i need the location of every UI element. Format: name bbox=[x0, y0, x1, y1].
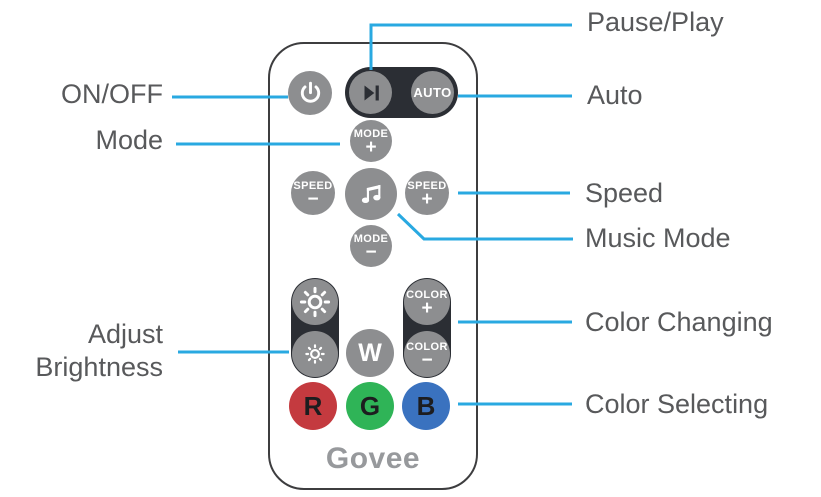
label-color-changing: Color Changing bbox=[585, 307, 773, 337]
auto-button[interactable]: AUTO bbox=[411, 71, 454, 114]
label-speed: Speed bbox=[585, 178, 664, 208]
minus-icon: − bbox=[307, 188, 319, 210]
color-minus-button[interactable]: COLOR − bbox=[404, 331, 450, 377]
color-button-group: COLOR + COLOR − bbox=[403, 278, 451, 378]
music-mode-button[interactable] bbox=[345, 168, 397, 220]
govee-logo: Govee bbox=[325, 442, 421, 475]
mode-minus-button[interactable]: MODE − bbox=[350, 225, 392, 267]
mode-plus-label: MODE bbox=[353, 127, 389, 140]
sun-bright-icon bbox=[299, 286, 331, 318]
label-pause-play: Pause/Play bbox=[587, 7, 724, 37]
color-minus-label: COLOR bbox=[406, 340, 448, 353]
white-color-button[interactable]: W bbox=[346, 329, 394, 377]
color-plus-label: COLOR bbox=[406, 288, 448, 301]
plus-icon: + bbox=[365, 136, 377, 158]
brightness-up-button[interactable] bbox=[292, 279, 338, 325]
green-button-label: G bbox=[359, 390, 381, 421]
mode-plus-button[interactable]: MODE + bbox=[350, 120, 392, 162]
music-note-icon bbox=[361, 184, 381, 203]
mode-minus-label: MODE bbox=[353, 232, 389, 245]
speed-minus-label: SPEED bbox=[293, 179, 333, 192]
power-button[interactable] bbox=[288, 71, 332, 115]
speed-minus-button[interactable]: SPEED − bbox=[291, 171, 335, 215]
remote-body: AUTO MODE + SPEED − SPEED + MODE bbox=[268, 42, 478, 490]
color-plus-button[interactable]: COLOR + bbox=[404, 279, 450, 325]
blue-color-button[interactable]: B bbox=[402, 382, 450, 430]
pause-auto-button-group: AUTO bbox=[345, 67, 458, 118]
brightness-button-group bbox=[291, 278, 339, 378]
plus-icon: + bbox=[421, 188, 433, 210]
label-color-selecting: Color Selecting bbox=[585, 389, 769, 419]
label-auto: Auto bbox=[587, 80, 643, 110]
label-mode: Mode bbox=[95, 125, 163, 155]
speed-plus-label: SPEED bbox=[407, 179, 447, 192]
minus-icon: − bbox=[365, 241, 377, 263]
plus-icon: + bbox=[421, 297, 433, 319]
blue-button-label: B bbox=[416, 390, 436, 421]
power-icon bbox=[300, 81, 320, 103]
red-button-label: R bbox=[303, 390, 323, 421]
label-on-off: ON/OFF bbox=[61, 79, 163, 109]
auto-button-label: AUTO bbox=[413, 85, 452, 100]
play-pause-icon bbox=[364, 85, 379, 100]
pause-play-button[interactable] bbox=[349, 71, 392, 114]
minus-icon: − bbox=[421, 349, 433, 371]
speed-plus-button[interactable]: SPEED + bbox=[405, 171, 449, 215]
green-color-button[interactable]: G bbox=[346, 382, 394, 430]
brightness-down-button[interactable] bbox=[292, 331, 338, 377]
label-music-mode: Music Mode bbox=[585, 223, 731, 253]
red-color-button[interactable]: R bbox=[289, 382, 337, 430]
label-adjust-brightness: Adjust Brightness bbox=[35, 319, 163, 382]
sun-dim-icon bbox=[305, 344, 325, 364]
white-button-label: W bbox=[358, 338, 382, 367]
